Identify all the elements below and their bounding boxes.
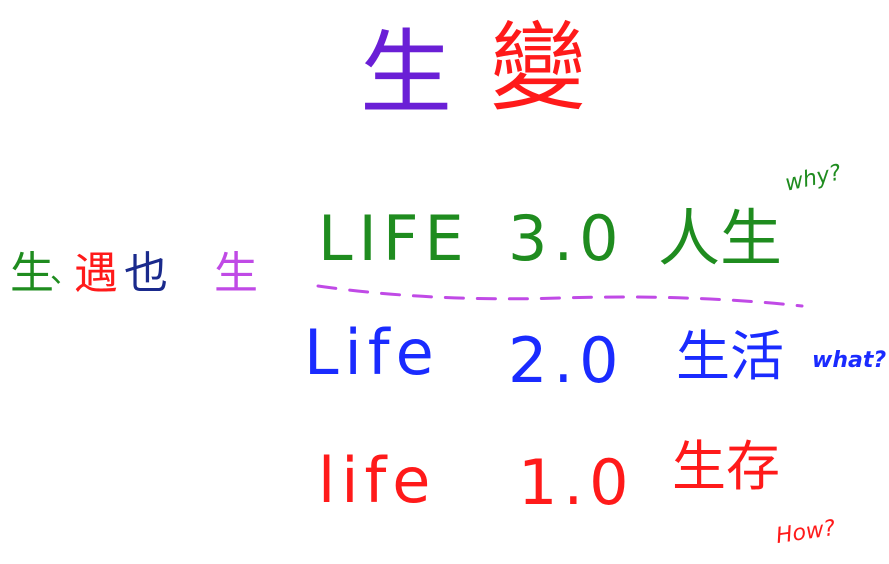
row-life2-word: Life xyxy=(304,316,440,389)
row-life3-word: LIFE xyxy=(318,202,470,275)
row-life3-chinese: 人生 xyxy=(658,202,783,275)
row-life1-chinese: 生存 xyxy=(672,435,780,498)
row-life1-word: life xyxy=(318,444,437,517)
row-life1-version: 1.0 xyxy=(518,446,635,519)
row-life2-question: what? xyxy=(812,348,887,373)
row-life2-chinese: 生活 xyxy=(676,325,784,388)
side-char-sheng-green: 生 xyxy=(10,248,54,299)
row-life1-question: How? xyxy=(774,515,838,550)
row-life3-question: why? xyxy=(782,160,844,197)
side-char-yu: 遇 xyxy=(74,248,118,299)
side-char-sheng-violet: 生 xyxy=(214,248,258,299)
title-char-sheng: 生 xyxy=(360,20,453,127)
dashed-divider xyxy=(316,284,804,308)
side-char-ye: 也 xyxy=(124,248,168,299)
row-life2-version: 2.0 xyxy=(508,324,625,397)
title-char-bian: 變 xyxy=(490,12,586,124)
side-separator: 、 xyxy=(50,255,80,290)
row-life3-version: 3.0 xyxy=(508,202,625,275)
